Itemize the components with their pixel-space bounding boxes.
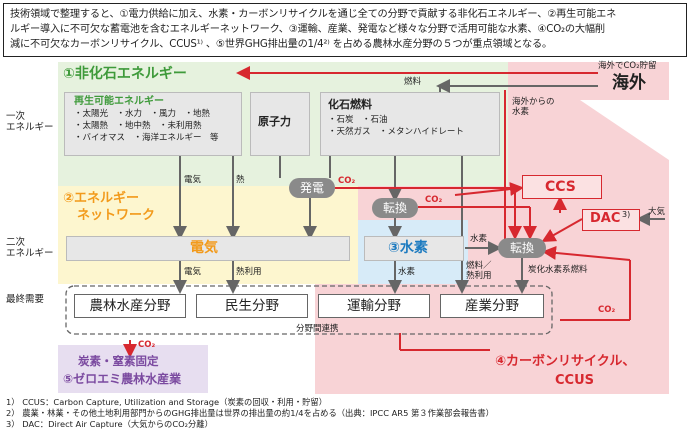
atmosphere-label: 大気 (648, 207, 666, 217)
network-title-2: ネットワーク (77, 208, 156, 223)
electricity-label: 電気 (190, 240, 218, 256)
intro-line-3: 減に不可欠なカーボンリサイクル、CCUS¹⁾ 、⑤世界GHG排出量の1/4²⁾ … (10, 39, 552, 50)
flow-hydrogen-label: 水素 (470, 234, 488, 244)
renewable-item-3: ・バイオマス ・海洋エネルギー 等 (74, 133, 219, 143)
ccs-box (522, 175, 602, 199)
sector-industry: 産業分野 (440, 294, 544, 318)
ccus-title-2: CCUS (555, 373, 594, 388)
dac-label: DAC (590, 211, 621, 226)
footnote-3: 3） DAC：Direct Air Capture（大気からのCO₂分離） (6, 419, 213, 429)
row-label-final: 最終需要 (6, 294, 45, 305)
cross-sector-label: 分野間連携 (296, 324, 339, 334)
network-title-1: ②エネルギー (63, 191, 140, 206)
dac-box (582, 209, 640, 231)
power-generation-node: 発電 (289, 178, 335, 198)
intro-line-2: ルギー導入に不可欠な蓄電池を含むエネルギーネットワーク、③運輸、産業、発電など様… (10, 24, 605, 35)
renewable-item-1: ・太陽光 ・水力 ・風力 ・地熱 (74, 109, 211, 119)
conversion-node-1: 転換 (372, 198, 418, 218)
overseas-storage-label: 海外でCO₂貯留 (598, 61, 657, 71)
co2-label-return: CO₂ (598, 305, 616, 315)
intro-box: 技術領域で整理すると、①電力供給に加え、水素・カーボンリサイクルを通じ全ての分野… (3, 3, 687, 57)
fossil-fuel-item-2: ・天然ガス ・メタンハイドレート (328, 127, 464, 137)
flow-hydrogen-2-label: 水素 (398, 267, 416, 277)
ccs-label: CCS (545, 179, 576, 195)
hydrogen-label: ③水素 (388, 240, 428, 256)
overseas-hydrogen-label: 海外からの 水素 (512, 97, 555, 117)
fossil-fuel-item-1: ・石炭 ・石油 (328, 115, 388, 125)
nuclear-label: 原子力 (258, 115, 291, 128)
fossil-fuel-box (320, 92, 500, 156)
flow-electricity-2-label: 電気 (184, 267, 202, 277)
zeroemi-item: 炭素・窒素固定 (78, 354, 159, 368)
nuclear-box (250, 92, 310, 156)
flow-heat-use-label: 熱利用 (236, 267, 262, 277)
flow-heat-label: 熱 (236, 175, 245, 185)
fossil-fuel-title: 化石燃料 (328, 98, 372, 111)
electricity-box (66, 236, 350, 261)
sector-transport: 運輸分野 (318, 294, 430, 318)
footnote-1: 1） CCUS：Carbon Capture, Utilization and … (6, 397, 328, 407)
co2-label-power: CO₂ (338, 176, 356, 186)
intro-line-1: 技術領域で整理すると、①電力供給に加え、水素・カーボンリサイクルを通じ全ての分野… (10, 9, 617, 20)
conversion-node-2: 転換 (498, 238, 546, 258)
overseas-title: 海外 (612, 73, 646, 93)
co2-label-zeroemi: CO₂ (138, 340, 156, 350)
overseas-diagonal (580, 100, 680, 240)
renewable-title: 再生可能エネルギー (74, 96, 164, 107)
synthetic-fuel-label: 炭化水素系燃料 (528, 265, 588, 275)
row-label-secondary: 二次 エネルギー (6, 237, 54, 259)
hydrogen-box (364, 236, 464, 261)
renewable-item-2: ・太陽熱 ・地中熱 ・未利用熱 (74, 121, 202, 131)
footnote-2: 2） 農業・林業・その他土地利用部門からのGHG排出量は世界の排出量の約1/4を… (6, 408, 494, 418)
renewable-box (64, 92, 242, 156)
sector-residential: 民生分野 (196, 294, 308, 318)
row-label-primary: 一次 エネルギー (6, 111, 54, 133)
non-fossil-title: ①非化石エネルギー (63, 66, 187, 82)
ccus-title-1: ④カーボンリサイクル、 (495, 354, 636, 369)
fuel-label: 燃料 (404, 77, 422, 87)
flow-electricity-label: 電気 (184, 175, 202, 185)
sector-agriculture: 農林水産分野 (74, 294, 186, 318)
zeroemi-title: ⑤ゼロエミ農林水産業 (63, 372, 182, 386)
co2-label-conversion: CO₂ (425, 195, 443, 205)
flow-fuel-heat-label: 燃料／ 熱利用 (466, 261, 492, 281)
dac-superscript: 3) (622, 210, 631, 219)
